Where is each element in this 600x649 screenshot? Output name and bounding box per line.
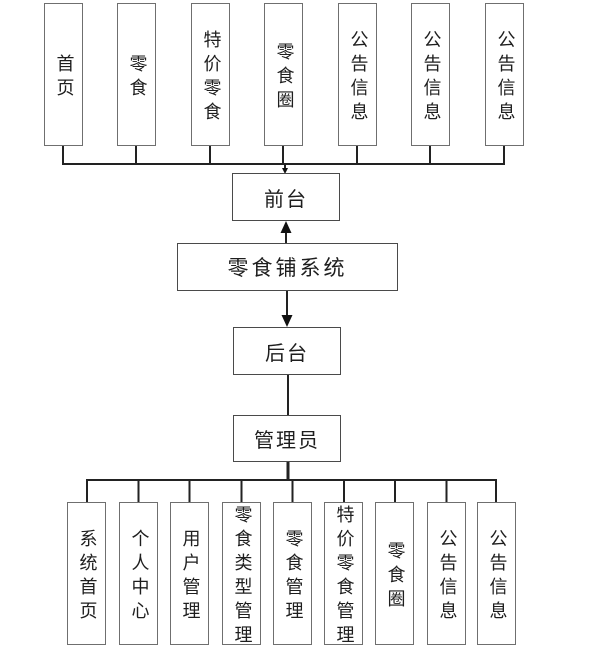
node-frontend-module-announcements-1: 公告信息	[338, 3, 377, 146]
node-label: 公告信息	[486, 528, 508, 625]
node-admin-module-personal-center: 个人中心	[119, 502, 158, 645]
node-frontend-module-announcements-3: 公告信息	[485, 3, 524, 146]
node-admin: 管理员	[233, 415, 341, 462]
node-label: 公告信息	[494, 29, 516, 126]
node-label: 管理员	[254, 428, 320, 452]
node-label: 公告信息	[420, 29, 442, 126]
connector-layer	[62, 146, 505, 502]
node-frontend-module-announcements-2: 公告信息	[411, 3, 450, 146]
node-system-root: 零食铺系统	[177, 243, 398, 291]
node-label: 零食	[126, 53, 148, 102]
node-admin-module-system-home: 系统首页	[67, 502, 106, 645]
node-label: 零食类型管理	[231, 504, 253, 649]
node-label: 个人中心	[128, 528, 150, 625]
node-admin-module-snack-type-management: 零食类型管理	[222, 502, 261, 649]
node-label: 前台	[264, 186, 308, 211]
node-label: 后台	[265, 340, 309, 365]
node-admin-module-announcements-1: 公告信息	[427, 502, 466, 645]
arrowhead-down-to-backend	[281, 315, 293, 327]
node-label: 公告信息	[347, 29, 369, 126]
node-label: 特价零食	[200, 29, 222, 126]
node-frontend-module-snack-circle: 零食圈	[264, 3, 303, 146]
node-admin-module-announcements-2: 公告信息	[477, 502, 516, 645]
node-label: 特价零食管理	[333, 504, 355, 649]
node-admin-module-snack-circle: 零食圈	[375, 502, 414, 645]
arrowhead-up-to-frontend	[280, 221, 292, 233]
node-label: 零食圈	[273, 41, 295, 114]
node-frontend-module-special-snacks: 特价零食	[191, 3, 230, 146]
node-admin-module-special-snack-management: 特价零食管理	[324, 502, 363, 649]
node-admin-module-user-management: 用户管理	[170, 502, 209, 645]
node-backend: 后台	[233, 327, 341, 375]
node-frontend-module-snacks: 零食	[117, 3, 156, 146]
node-frontend-module-home: 首页	[44, 3, 83, 146]
node-label: 零食铺系统	[227, 256, 348, 280]
node-frontend: 前台	[232, 173, 340, 221]
node-label: 用户管理	[179, 528, 201, 625]
node-label: 零食圈	[384, 540, 406, 613]
node-label: 零食管理	[282, 528, 304, 625]
arrowhead-small-into-frontend	[282, 168, 288, 174]
node-label: 公告信息	[436, 528, 458, 625]
node-label: 首页	[53, 53, 75, 102]
node-admin-module-snack-management: 零食管理	[273, 502, 312, 645]
node-label: 系统首页	[76, 528, 98, 625]
